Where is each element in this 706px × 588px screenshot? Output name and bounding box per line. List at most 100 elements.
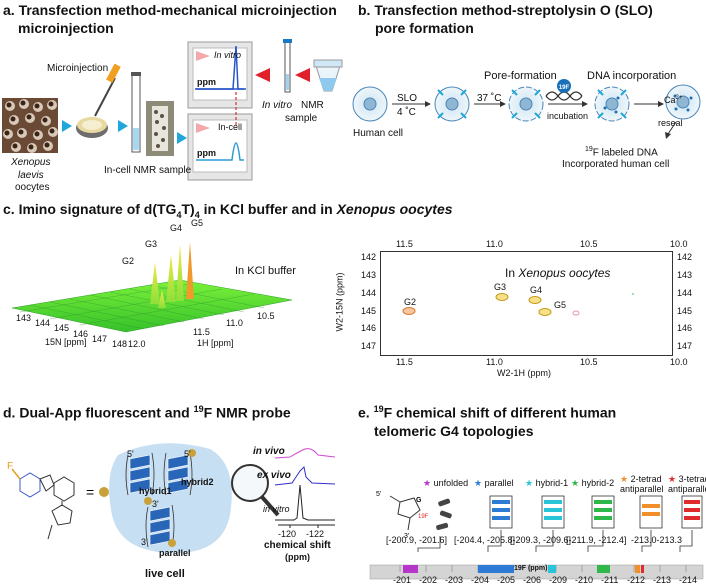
range-label-hybrid2: [-211.9, -212.4] — [566, 535, 627, 545]
hsqc-right-tick-146: 146 — [677, 323, 693, 333]
panel-b-illustration: 19F — [352, 79, 701, 139]
h-tick-12: 12.0 — [128, 339, 146, 349]
invitro-sample-label: In vitro — [262, 100, 293, 111]
hsqc-bottom-tick-1: 11.0 — [486, 357, 503, 367]
panel-e-title: e. 19F chemical shift of different human — [358, 404, 617, 421]
hsqc-right-tick-147: 147 — [677, 341, 693, 351]
range-label-unfolded: [-200.9, -201.6] — [386, 535, 448, 545]
panel-e-illustration: 5' 3' G 19F — [369, 491, 704, 580]
hybrid1-label: hybrid1 — [139, 486, 172, 496]
e-tick-213: -213 — [653, 575, 672, 585]
microinjection-label: Microinjection — [47, 63, 109, 74]
range-3tetrad — [641, 565, 644, 573]
hsqc-left-tick-147: 147 — [361, 341, 377, 351]
legend-unfolded: ★ unfolded — [423, 478, 469, 488]
hybrid2-label: hybrid2 — [181, 477, 214, 487]
legend-parallel: ★ parallel — [474, 478, 514, 488]
panel-a-title-line2: microinjection — [18, 20, 114, 36]
e-tick-201: -201 — [393, 575, 412, 585]
e-tick-205: -205 — [497, 575, 516, 585]
range-2tetrad — [635, 565, 640, 573]
n-tick-147: 147 — [92, 334, 108, 344]
hsqc-right-tick-145: 145 — [677, 306, 693, 316]
hsqc-peak-g3: G3 — [494, 282, 507, 292]
e-tick-209: -209 — [549, 575, 568, 585]
equals-sign: = — [86, 484, 94, 500]
peak-g3-label: G3 — [145, 239, 158, 249]
n-tick-145: 145 — [54, 323, 70, 333]
star-icon-parallel: ★ — [474, 478, 483, 488]
range-hybrid2 — [597, 565, 610, 573]
ppm-label-bottom: ppm — [197, 148, 216, 158]
ppm-axis-label: (ppm) — [285, 552, 310, 562]
range-parallel — [478, 565, 514, 573]
in-vivo-label: in vivo — [253, 446, 285, 457]
hsqc-bottom-tick-0: 11.5 — [396, 357, 413, 367]
in-vitro-label: in vitro — [263, 504, 290, 514]
star-icon-3tetrad: ★ — [668, 474, 677, 484]
kcl-buffer-label: In KCl buffer — [235, 265, 296, 277]
hsqc-peak-g2: G2 — [404, 297, 417, 307]
live-cell-label: live cell — [145, 568, 185, 580]
pore-formation-label: Pore-formation — [484, 70, 557, 82]
g-label: G — [416, 497, 422, 504]
oocytes-label: oocytes — [15, 182, 50, 193]
hsqc-frame — [380, 251, 673, 356]
legend-hybrid1: ★ hybrid-1 — [525, 478, 569, 488]
dna-incorporation-label: DNA incorporation — [587, 70, 677, 82]
star-icon-2tetrad: ★ — [620, 474, 629, 484]
panel-d-illustration: F = — [7, 443, 336, 554]
hsqc-top-tick-3: 10.0 — [670, 239, 688, 249]
temp-4c-label: 4 ˚C — [397, 107, 416, 118]
h-tick-11-5: 11.5 — [193, 327, 210, 337]
n-tick-148: 148 — [112, 339, 128, 349]
hsqc-top-tick-1: 11.0 — [486, 239, 503, 249]
hsqc-right-tick-144: 144 — [677, 288, 693, 298]
prime3-bottom: 3' — [141, 537, 148, 547]
hsqc-bottom-tick-2: 10.5 — [580, 357, 598, 367]
peak-g2-label: G2 — [122, 256, 135, 266]
range-hybrid1 — [548, 565, 556, 573]
panel-b-title: b. Transfection method-streptolysin O (S… — [358, 2, 653, 18]
spectrum-invitro-label: In vitro — [214, 50, 242, 60]
ca-label: Ca2+ — [664, 95, 683, 105]
xenopus-label: Xenopus — [11, 157, 51, 168]
invitro-nmr-label: NMR — [301, 100, 324, 111]
invitro-sample-word: sample — [285, 113, 318, 124]
panel-a-title: a. Transfection method-mechanical microi… — [3, 2, 337, 18]
spectrum-incell-label: In-cell — [218, 122, 243, 132]
hsqc-left-tick-146: 146 — [361, 323, 377, 333]
reseal-label: reseal — [658, 118, 683, 128]
star-icon-unfolded: ★ — [423, 478, 432, 488]
panel-a-illustration — [2, 39, 343, 181]
human-cell-label: Human cell — [353, 128, 404, 139]
e-axis-label: 19F (ppm) — [514, 565, 548, 572]
e-tick-204: -204 — [471, 575, 490, 585]
hsqc-xlabel: W2-1H (ppm) — [497, 368, 552, 378]
prime5-left: 5' — [127, 449, 134, 459]
prime5-right: 5' — [184, 449, 191, 459]
e-tick-210: -210 — [575, 575, 594, 585]
e-tick-212: -212 — [627, 575, 646, 585]
slo-label: SLO — [397, 93, 418, 104]
incell-sample-label: In-cell NMR sample — [104, 165, 192, 176]
hsqc-peak-g5: G5 — [554, 300, 567, 310]
e-tick-206: -206 — [523, 575, 542, 585]
incubation-label: incubation — [547, 111, 589, 121]
range-label-antiparallel: -213.0-213.3 — [631, 535, 683, 545]
e-tick-202: -202 — [419, 575, 438, 585]
e-prime3: 3' — [404, 533, 409, 540]
parallel-label: parallel — [159, 548, 191, 558]
kcl-3d-spectrum — [11, 242, 293, 333]
ex-vivo-label: ex vivo — [257, 470, 291, 481]
panel-c-title: c. Imino signature of d(TG4T)4 in KCl bu… — [3, 201, 453, 220]
star-icon-hybrid1: ★ — [525, 478, 534, 488]
star-icon-hybrid2: ★ — [571, 478, 580, 488]
ppm-label-top: ppm — [197, 77, 216, 87]
n-tick-146: 146 — [73, 329, 89, 339]
hsqc-top-tick-2: 10.5 — [580, 239, 598, 249]
incorporated-cell-label: Incorporated human cell — [562, 159, 670, 170]
hsqc-top-tick-0: 11.5 — [396, 239, 413, 249]
